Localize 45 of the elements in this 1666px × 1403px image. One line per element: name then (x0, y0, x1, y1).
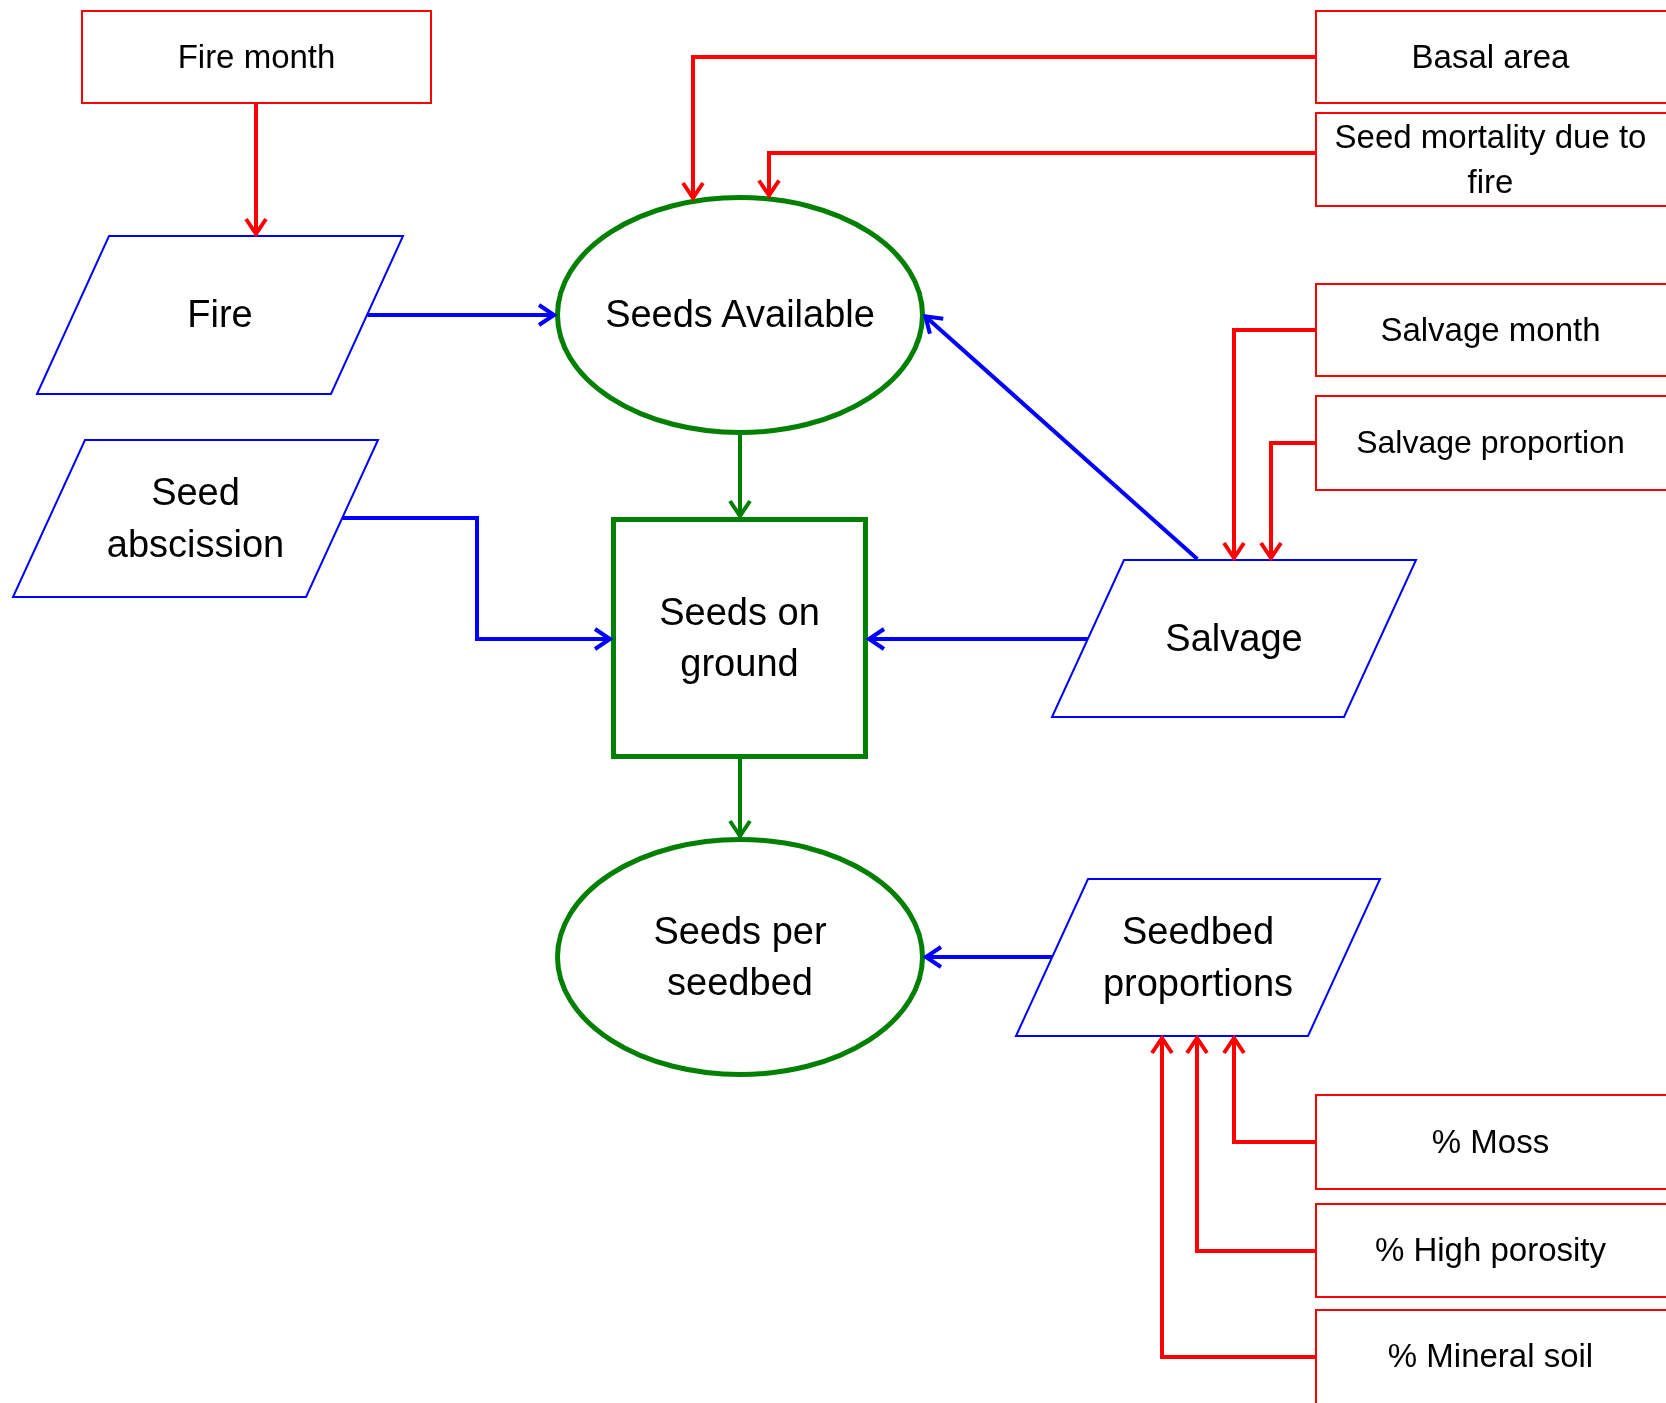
arrow (924, 945, 1052, 969)
node-label: Fire month (177, 36, 336, 77)
process-box (611, 517, 868, 759)
process-box (1315, 395, 1666, 491)
process-box (1315, 1094, 1666, 1190)
arrow (1150, 1036, 1315, 1359)
process-box (81, 10, 432, 104)
node-label: Salvage month (1380, 309, 1601, 350)
arrow (1259, 441, 1315, 560)
process-box (1315, 10, 1666, 104)
node-label: % Moss (1431, 1121, 1550, 1162)
arrow (728, 759, 752, 838)
arrow (342, 516, 612, 651)
node-label: Seedbed proportions (1101, 909, 1295, 1006)
node-label: % High porosity (1374, 1230, 1607, 1271)
arrow (367, 303, 556, 327)
node-label: Salvage (1165, 615, 1303, 661)
node-label: Fire (187, 292, 253, 338)
input-parallelogram (1015, 878, 1381, 1037)
node-label: Seeds per seedbed (652, 908, 828, 1005)
node-label: % Mineral soil (1387, 1335, 1594, 1376)
arrow (923, 314, 1199, 561)
state-ellipse (555, 195, 925, 435)
node-label: Seed mortality due to fire (1333, 116, 1648, 202)
node-label: Seeds Available (605, 292, 875, 338)
process-box (1315, 1203, 1666, 1298)
process-box (1315, 1309, 1666, 1403)
state-ellipse (555, 837, 925, 1077)
input-parallelogram (1051, 559, 1417, 718)
node-label: Seed abscission (105, 470, 286, 567)
arrow (757, 151, 1315, 198)
arrow (1222, 328, 1315, 560)
input-parallelogram (12, 439, 379, 598)
arrow (867, 627, 1088, 651)
node-label: Salvage proportion (1356, 423, 1625, 463)
arrow (1185, 1036, 1315, 1253)
process-box (1315, 283, 1666, 377)
arrow (1222, 1036, 1315, 1144)
input-parallelogram (36, 235, 404, 395)
arrow (244, 104, 268, 236)
node-label: Seeds on ground (658, 589, 821, 686)
node-label: Basal area (1411, 36, 1570, 77)
arrow (728, 435, 752, 518)
process-box (1315, 112, 1666, 207)
arrow (681, 55, 1315, 200)
